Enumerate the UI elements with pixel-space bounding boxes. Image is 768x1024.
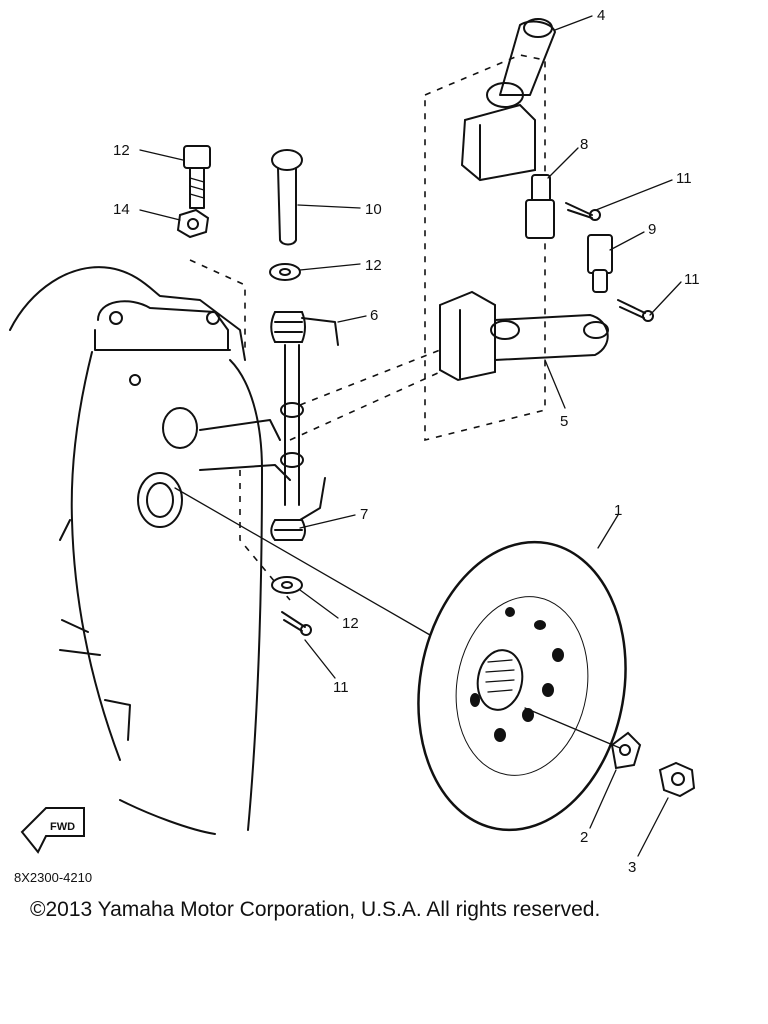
part-8-pin bbox=[525, 174, 555, 239]
callout-11: 11 bbox=[333, 679, 349, 696]
guide-line bbox=[299, 349, 441, 406]
callout-11: 11 bbox=[684, 271, 700, 288]
callout-12: 12 bbox=[342, 615, 359, 632]
fwd-label: FWD bbox=[50, 821, 75, 833]
callout-2: 2 bbox=[580, 829, 588, 846]
part-code: 8X2300-4210 bbox=[14, 870, 93, 885]
fwd-arrow-icon: FWD bbox=[20, 807, 85, 854]
callout-10: 10 bbox=[365, 201, 382, 218]
part-11-cotter-pin bbox=[617, 299, 654, 322]
part-2-lock-washer bbox=[610, 731, 642, 770]
copyright-notice: ©2013 Yamaha Motor Corporation, U.S.A. A… bbox=[30, 898, 601, 921]
callout-14: 14 bbox=[113, 201, 130, 218]
part-6-spring bbox=[270, 311, 339, 346]
callout-13: 12 bbox=[113, 142, 130, 159]
alignment-line bbox=[174, 487, 431, 636]
bushing bbox=[280, 402, 304, 418]
shaft bbox=[284, 344, 300, 506]
guide-line bbox=[289, 371, 441, 441]
part-11-cotter-pin bbox=[565, 202, 601, 221]
part-1-brake-disc bbox=[417, 540, 627, 832]
part-3-nut bbox=[658, 761, 696, 798]
callout-12: 12 bbox=[365, 257, 382, 274]
callout-7: 7 bbox=[360, 506, 368, 523]
callout-4: 4 bbox=[597, 7, 605, 24]
part-13-bolt bbox=[183, 145, 211, 209]
part-10-pin bbox=[271, 149, 303, 246]
callout-11: 11 bbox=[676, 170, 692, 187]
callout-9: 9 bbox=[648, 221, 656, 238]
part-12-washer bbox=[271, 576, 303, 594]
callout-6: 6 bbox=[370, 307, 378, 324]
guide-line bbox=[239, 470, 291, 601]
part-11-cotter-pin bbox=[281, 611, 312, 636]
part-7-spring bbox=[270, 477, 326, 541]
callout-1: 1 bbox=[614, 502, 622, 519]
leader-lines bbox=[139, 15, 682, 857]
bushing bbox=[280, 452, 304, 468]
part-9-pin bbox=[587, 234, 613, 293]
part-14-nut bbox=[176, 208, 210, 239]
part-4-upper-arm bbox=[460, 18, 556, 182]
exploded-parts-diagram: 12 14 10 12 6 7 12 11 4 8 11 9 11 5 1 2 … bbox=[9, 7, 700, 876]
callout-8: 8 bbox=[580, 136, 588, 153]
part-5-lower-arm bbox=[439, 290, 609, 382]
callout-3: 3 bbox=[628, 859, 636, 876]
part-12-washer bbox=[269, 263, 301, 281]
guide-line bbox=[189, 259, 246, 350]
engine-case bbox=[9, 266, 291, 835]
callout-5: 5 bbox=[560, 413, 568, 430]
